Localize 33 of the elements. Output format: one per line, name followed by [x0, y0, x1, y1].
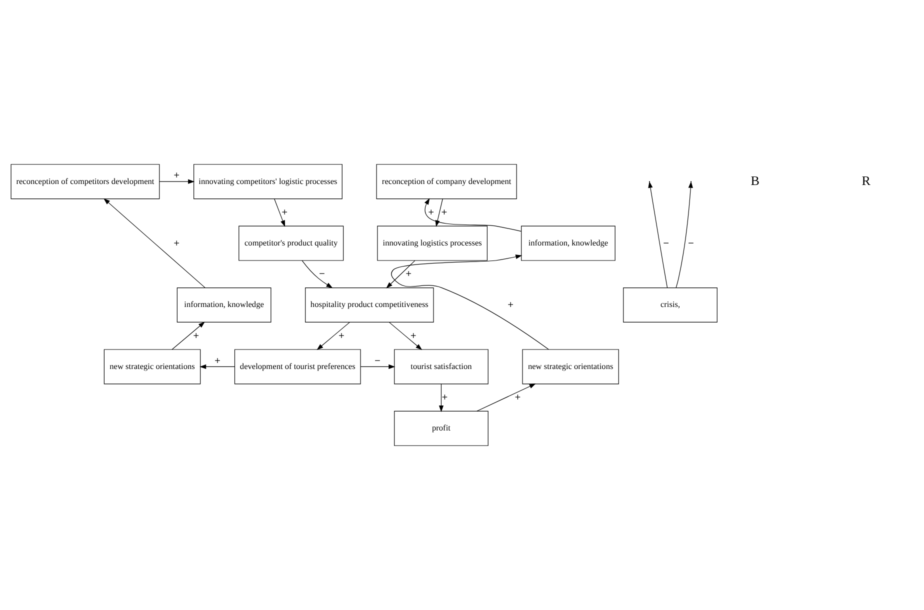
arrow	[648, 181, 668, 288]
node-box: new strategic orientations	[522, 349, 619, 384]
arrow	[159, 179, 195, 184]
node-box: hospitality product competitiveness	[305, 288, 434, 322]
node-box: profit	[394, 410, 488, 446]
arrow	[316, 322, 350, 350]
node-box: information, knowledge	[521, 226, 616, 261]
arrow	[476, 384, 536, 412]
label: R	[862, 172, 870, 188]
node-box: new strategic orientations	[104, 349, 201, 384]
arrow	[302, 260, 333, 288]
node-box: reconception of company development	[376, 164, 517, 200]
arrow	[435, 198, 443, 227]
arrow	[424, 198, 522, 232]
node-box: innovating logistics processes	[377, 226, 488, 261]
node-box: crisis,	[623, 288, 718, 322]
arrow	[388, 322, 422, 350]
arrow	[274, 198, 286, 227]
arrow	[172, 322, 205, 350]
arrow	[386, 260, 416, 288]
arrow	[676, 181, 693, 288]
arrow	[391, 254, 549, 350]
arrow	[438, 384, 444, 412]
arrow	[360, 364, 396, 369]
node-box: development of tourist preferences	[234, 349, 361, 384]
node-box: competitor's product quality	[238, 226, 344, 261]
label: B	[750, 172, 760, 188]
node-box: innovating competitors' logistic processes	[194, 164, 342, 200]
node-box: tourist satisfaction	[394, 349, 488, 384]
arrow	[104, 198, 206, 288]
node-box: information, knowledge	[176, 288, 272, 322]
node-box: reconception of competitors development	[10, 164, 160, 200]
arrow	[200, 364, 235, 369]
